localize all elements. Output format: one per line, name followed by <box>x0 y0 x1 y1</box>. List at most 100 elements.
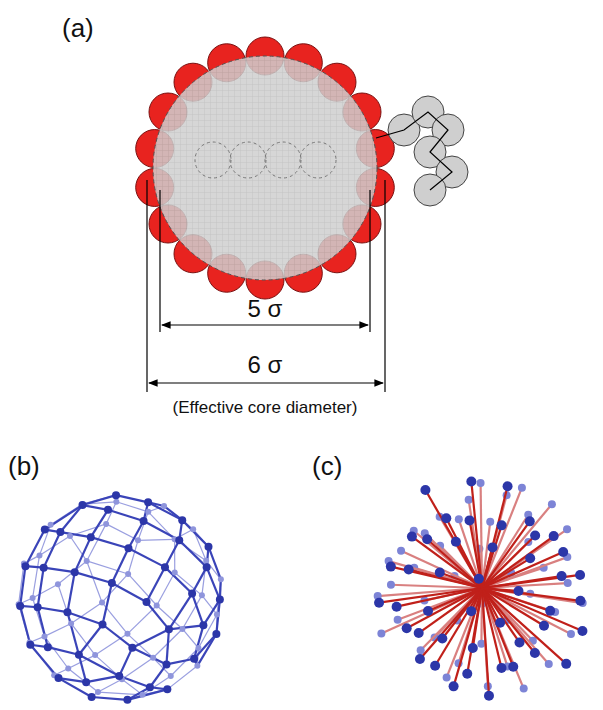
dashed-bead <box>195 142 231 178</box>
sphere-node <box>48 522 54 528</box>
sphere-edge <box>166 659 194 665</box>
sphere-node <box>115 672 123 680</box>
sphere-edge <box>119 676 150 687</box>
sphere-edge <box>128 548 164 567</box>
arm-bond <box>482 588 519 591</box>
dashed-bead <box>300 142 336 178</box>
sphere-edge <box>38 568 44 608</box>
arm-end <box>451 537 461 547</box>
arm-end <box>430 661 440 671</box>
sphere-edge <box>20 606 30 645</box>
arm-bond <box>467 588 482 674</box>
sphere-edge <box>45 505 83 530</box>
arm-bond <box>454 588 482 686</box>
sphere-edge <box>44 568 75 573</box>
arm-end <box>394 616 402 624</box>
arm-end <box>530 530 540 540</box>
sphere-edge <box>207 567 220 599</box>
sphere-node <box>56 528 64 536</box>
sphere-node <box>190 526 196 532</box>
sphere-node <box>146 683 154 691</box>
sphere-edge <box>153 658 171 676</box>
arm-bond <box>482 588 566 664</box>
sphere-node <box>99 621 107 629</box>
arm-bond <box>482 576 562 588</box>
arm-end <box>407 532 417 542</box>
arm-end <box>495 618 505 628</box>
sphere-edge <box>44 636 68 668</box>
sphere-edge <box>146 602 168 629</box>
sphere-node <box>99 599 105 605</box>
sphere-node <box>218 576 224 582</box>
arm-end <box>420 485 430 495</box>
tail-bond <box>376 112 452 190</box>
sphere-edge <box>128 521 143 548</box>
sphere-edge <box>138 539 175 540</box>
sphere-edge <box>150 664 167 687</box>
arm-end <box>422 534 432 544</box>
sphere-edge <box>44 532 61 568</box>
arm-end <box>561 659 571 669</box>
arm-end <box>392 602 402 612</box>
sphere-node <box>195 645 201 651</box>
arm-bond <box>435 588 482 666</box>
sphere-edge <box>79 655 119 676</box>
sphere-node <box>199 621 207 629</box>
panel-label: (c) <box>312 452 342 481</box>
sphere-edge <box>108 510 144 521</box>
arm-end <box>525 516 535 526</box>
arm-end <box>520 685 528 693</box>
arm-end <box>558 547 568 557</box>
sphere-node <box>41 526 49 534</box>
sphere-node <box>87 533 95 541</box>
sphere-node <box>172 570 178 576</box>
sphere-edge <box>132 629 169 647</box>
sphere-edge <box>75 572 112 583</box>
arm-end <box>545 606 555 616</box>
sphere-node <box>205 543 213 551</box>
sphere-node <box>188 590 196 598</box>
sphere-edge <box>71 602 102 623</box>
sphere-node <box>103 521 109 527</box>
sphere-edge <box>165 540 179 567</box>
sphere-edge <box>91 537 129 548</box>
sphere-node <box>144 498 152 506</box>
sphere-node <box>162 660 170 668</box>
sphere-edge <box>203 600 219 626</box>
sphere-node <box>41 633 47 639</box>
sphere-node <box>26 641 34 649</box>
arm-bond <box>482 552 563 588</box>
arm-end <box>545 660 553 668</box>
sphere-node <box>82 678 90 686</box>
sphere-node <box>203 558 209 564</box>
sphere-edge <box>25 530 44 567</box>
core-disc <box>153 56 377 280</box>
sphere-node <box>150 655 156 661</box>
arm-end <box>530 648 540 658</box>
arm-end <box>466 606 476 616</box>
sphere-node <box>79 501 87 509</box>
sphere-edge <box>33 584 58 598</box>
sphere-edge <box>67 612 78 655</box>
sphere-edge <box>116 495 148 502</box>
arm-end <box>465 515 475 525</box>
sphere-edge <box>103 625 133 648</box>
arm-end <box>455 515 463 523</box>
sphere-node <box>163 685 171 693</box>
sphere-edge <box>112 548 129 583</box>
arm-end <box>468 643 478 653</box>
arm-end <box>449 681 459 691</box>
sphere-edge <box>33 555 40 598</box>
arm-end <box>417 646 425 654</box>
sphere-edge <box>58 678 91 697</box>
sphere-edge <box>165 567 192 593</box>
sphere-edge <box>20 566 25 606</box>
sphere-edge <box>174 539 175 572</box>
arm-end <box>563 525 571 533</box>
sphere-node <box>216 596 224 604</box>
sphere-edge <box>148 502 182 520</box>
sphere-node <box>34 603 42 611</box>
dashed-bead <box>265 142 301 178</box>
sphere-edge <box>86 676 119 682</box>
